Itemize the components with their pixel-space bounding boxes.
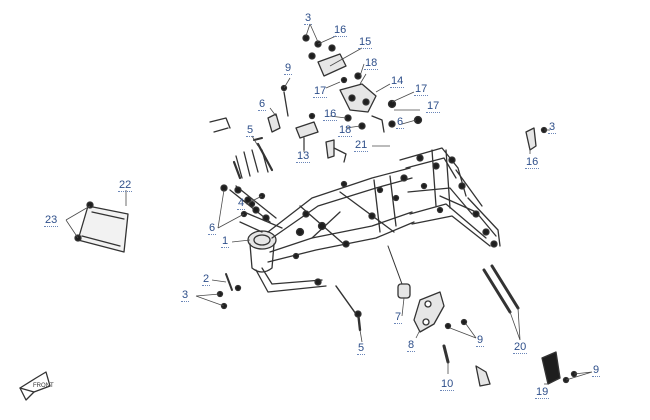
callout-2: 2	[202, 273, 211, 286]
part-20-long-bolts	[482, 264, 520, 314]
callout-9-upper: 9	[284, 62, 293, 75]
callout-8: 8	[407, 339, 416, 352]
callout-1: 1	[221, 235, 230, 248]
callout-7: 7	[394, 311, 403, 324]
bolt-set-5-upper	[232, 137, 274, 180]
callout-13: 15	[358, 36, 373, 49]
callout-14: 16	[333, 24, 348, 37]
callout-4: 4	[237, 197, 246, 210]
main-frame	[209, 117, 501, 293]
callout-5-upper: 5	[246, 124, 255, 137]
fasteners-2-3-lower	[216, 273, 242, 310]
callout-6-right: 6	[396, 116, 405, 129]
part-10-bolt	[442, 344, 491, 387]
callout-21: 21	[354, 139, 369, 152]
callout-10: 10	[440, 378, 455, 391]
callout-17-mid: 18	[338, 124, 353, 137]
part-7-bushing	[387, 245, 411, 299]
callout-3-lower: 3	[181, 289, 190, 302]
leader-lines	[65, 23, 593, 385]
part-11-bracket	[267, 84, 319, 151]
part-19-mount	[541, 351, 578, 385]
callout-3-top: 3	[304, 12, 313, 25]
callout-20: 20	[513, 341, 528, 354]
callout-6-left: 6	[208, 222, 217, 235]
callout-9-lower: 9	[476, 334, 485, 347]
callout-23: 23	[44, 214, 59, 227]
part-15-bracket	[525, 126, 548, 151]
callout-22: 22	[118, 179, 133, 192]
front-direction-arrow: FRONT	[19, 371, 54, 401]
callout-11: 13	[296, 150, 311, 163]
part-22-side-plate	[74, 201, 129, 253]
callout-15: 16	[525, 156, 540, 169]
part-8-mount-plate	[413, 291, 468, 333]
callout-16-left: 16	[323, 108, 338, 121]
upper-bracket-cluster	[302, 34, 423, 133]
callout-6-upper: 6	[258, 98, 267, 111]
callout-5-lower: 5	[357, 342, 366, 355]
callout-12: 14	[390, 75, 405, 88]
bolt-5-lower	[335, 285, 362, 332]
front-arrow-label: FRONT	[33, 383, 54, 389]
callout-17-upper: 17	[313, 85, 328, 98]
callout-19: 19	[535, 386, 550, 399]
callout-18: 18	[364, 57, 379, 70]
callout-16-right: 17	[414, 83, 429, 96]
callout-9-right: 9	[592, 364, 601, 377]
callout-3-right: 3	[548, 121, 557, 134]
callout-17-right: 17	[426, 100, 441, 113]
